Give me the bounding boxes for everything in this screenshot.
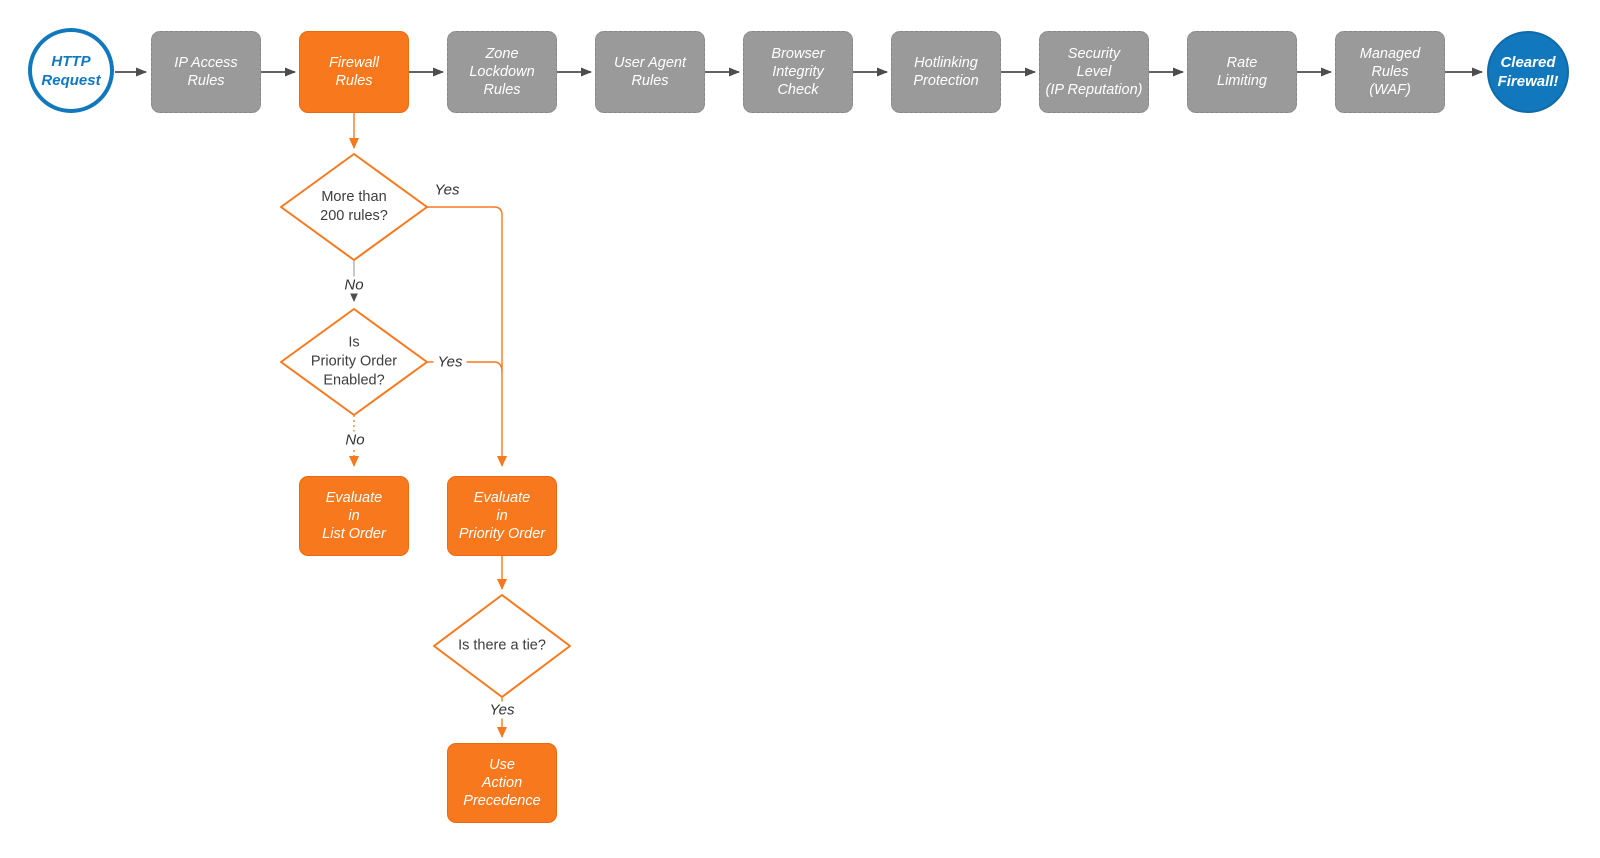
node-browser-integrity-check: Browser Integrity Check <box>743 31 853 113</box>
decision-more-than-200-label: More than 200 rules? <box>320 189 388 224</box>
edge-yes-priority-merge <box>427 361 503 373</box>
node-ip-access-rules: IP Access Rules <box>151 31 261 113</box>
action-label: Use Action Precedence <box>463 757 541 809</box>
http-request-label: HTTP Request <box>41 52 101 89</box>
decision-priority-enabled-shape <box>280 308 428 416</box>
node-use-action-precedence: Use Action Precedence <box>447 743 557 823</box>
action-label: Evaluate in Priority Order <box>458 490 546 542</box>
decision-priority-enabled-label: Is Priority Order Enabled? <box>310 334 398 389</box>
step-label: Security Level (IP Reputation) <box>1045 46 1143 98</box>
decision-is-there-tie-label: Is there a tie? <box>458 637 546 654</box>
action-label: Evaluate in List Order <box>322 490 386 542</box>
node-rate-limiting: Rate Limiting <box>1187 31 1297 113</box>
edge-label-yes-priority-enabled: Yes <box>433 353 467 371</box>
node-evaluate-priority-order: Evaluate in Priority Order <box>447 476 557 556</box>
edge-label-yes-more-rules: Yes <box>430 181 464 199</box>
edge-label-no-more-rules: No <box>340 276 368 294</box>
node-hotlinking-protection: Hotlinking Protection <box>891 31 1001 113</box>
edge-label-yes-tie: Yes <box>485 701 519 719</box>
node-evaluate-list-order: Evaluate in List Order <box>299 476 409 556</box>
decision-is-there-tie-shape <box>433 594 571 698</box>
step-label: Firewall Rules <box>329 55 379 89</box>
cleared-firewall-label: Cleared Firewall! <box>1497 54 1559 90</box>
step-label: Zone Lockdown Rules <box>469 46 535 98</box>
decision-more-than-200-shape <box>280 153 428 261</box>
edge-yes-200-to-priority-order <box>427 206 507 467</box>
node-firewall-rules: Firewall Rules <box>299 31 409 113</box>
node-cleared-firewall: Cleared Firewall! <box>1487 31 1569 113</box>
step-label: Managed Rules (WAF) <box>1359 46 1421 98</box>
step-label: Browser Integrity Check <box>771 46 825 98</box>
step-label: Hotlinking Protection <box>913 55 979 89</box>
node-http-request: HTTP Request <box>28 28 114 113</box>
step-label: Rate Limiting <box>1217 55 1267 89</box>
node-security-level: Security Level (IP Reputation) <box>1039 31 1149 113</box>
step-label: User Agent Rules <box>614 55 686 89</box>
node-zone-lockdown-rules: Zone Lockdown Rules <box>447 31 557 113</box>
node-managed-rules-waf: Managed Rules (WAF) <box>1335 31 1445 113</box>
step-label: IP Access Rules <box>174 55 238 89</box>
edge-label-no-priority-enabled: No <box>341 431 369 449</box>
node-user-agent-rules: User Agent Rules <box>595 31 705 113</box>
